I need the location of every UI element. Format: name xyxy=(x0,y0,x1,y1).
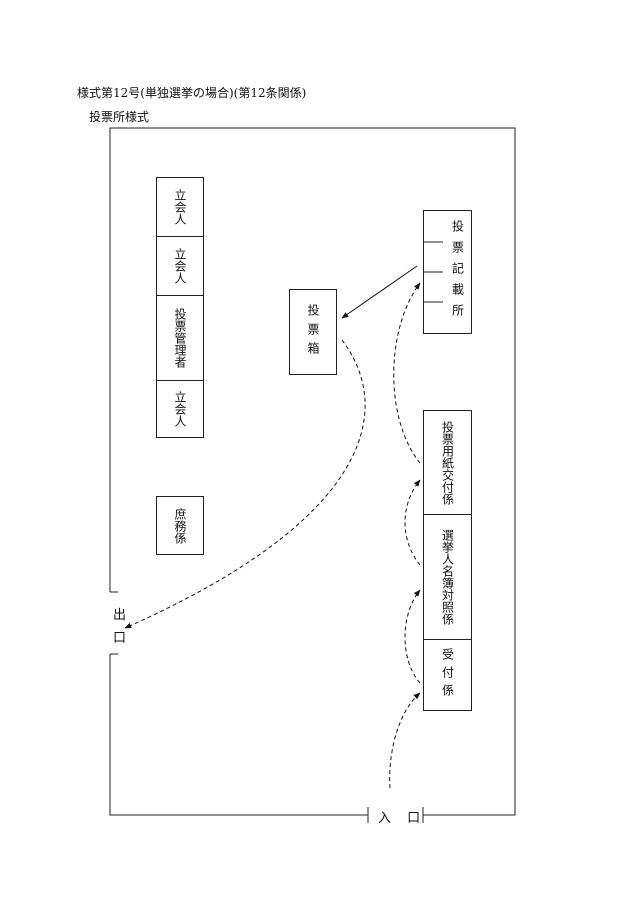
witness-label-2: 立会人 xyxy=(173,248,187,284)
witness-box-1: 立会人 xyxy=(156,177,204,237)
ballot-box-label: 投票箱 xyxy=(306,303,320,361)
form-title: 様式第12号(単独選挙の場合)(第12条関係) xyxy=(77,86,307,100)
exit-label-char2: 口 xyxy=(113,631,127,646)
witness-box-3: 立会人 xyxy=(156,380,204,438)
reception-label: 受付係 xyxy=(440,648,455,702)
arrow-box-to-exit xyxy=(124,339,366,629)
register-check-box: 選挙人名簿対照係 xyxy=(423,514,472,640)
arrow-writing-to-box xyxy=(341,265,418,319)
arrow-ballot-issue-to-writing xyxy=(393,282,421,464)
arrow-reception-to-register xyxy=(404,589,421,684)
room-walls xyxy=(109,127,516,823)
ballot-issuing-box: 投票用紙交付係 xyxy=(423,410,472,515)
witness-label-1: 立会人 xyxy=(173,189,187,225)
general-affairs-box: 庶務係 xyxy=(156,496,204,555)
ballot-issuing-label: 投票用紙交付係 xyxy=(440,420,455,505)
general-affairs-label: 庶務係 xyxy=(173,507,187,544)
polling-manager-label: 投票管理者 xyxy=(173,308,187,368)
register-check-label: 選挙人名簿対照係 xyxy=(440,529,455,625)
witness-label-3: 立会人 xyxy=(173,391,187,427)
polling-manager-box: 投票管理者 xyxy=(156,295,204,381)
ballot-box: 投票箱 xyxy=(289,289,337,375)
arrow-register-to-ballot-issue xyxy=(404,479,421,566)
writing-station-label: 投票記載所 xyxy=(450,219,465,325)
arrow-entrance-to-reception xyxy=(389,692,421,789)
entrance-label: 入 口 xyxy=(378,811,421,826)
page-subtitle: 投票所様式 xyxy=(89,110,150,124)
writing-station-box: 投票記載所 xyxy=(423,210,472,334)
witness-box-2: 立会人 xyxy=(156,236,204,296)
reception-box: 受付係 xyxy=(423,639,472,711)
flow-arrows xyxy=(124,282,421,789)
writing-station-divider-lines xyxy=(424,241,443,303)
exit-label-char1: 出 xyxy=(113,608,127,623)
